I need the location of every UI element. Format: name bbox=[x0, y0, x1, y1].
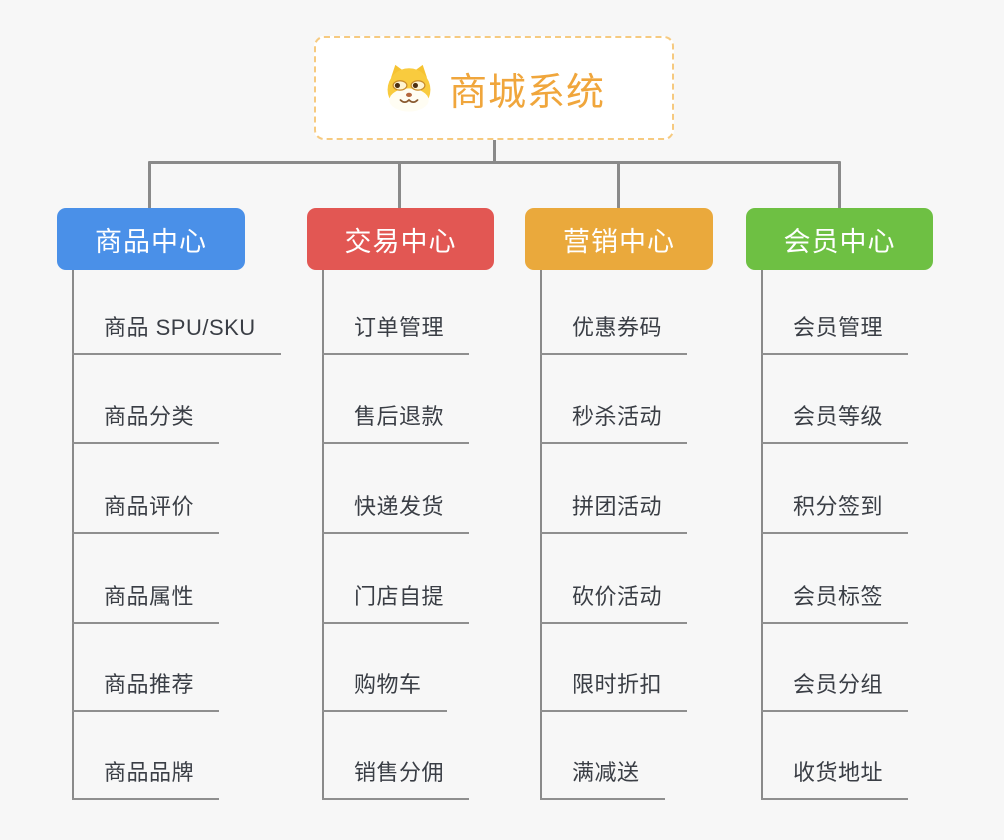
branch-node-trade[interactable]: 交易中心 bbox=[307, 208, 494, 270]
connector-trunk-trade bbox=[322, 270, 324, 800]
leaf-node-shipping-address[interactable]: 收货地址 bbox=[761, 758, 909, 800]
leaf-node-coupon-codes[interactable]: 优惠券码 bbox=[540, 313, 688, 355]
branch-column-members: 会员中心 会员管理 会员等级 积分签到 会员标签 会员分组 收货地址 bbox=[746, 0, 933, 840]
leaf-node-order-management[interactable]: 订单管理 bbox=[322, 313, 470, 355]
branch-label: 交易中心 bbox=[344, 226, 457, 257]
connector-root-riser bbox=[493, 140, 496, 164]
leaf-node-bargain-activity[interactable]: 砍价活动 bbox=[540, 582, 688, 624]
leaf-node-group-buy[interactable]: 拼团活动 bbox=[540, 492, 688, 534]
connector-trunk-marketing bbox=[540, 270, 542, 800]
leaf-node-store-pickup[interactable]: 门店自提 bbox=[322, 582, 470, 624]
branch-label: 会员中心 bbox=[783, 226, 896, 257]
branch-column-trade: 交易中心 订单管理 售后退款 快递发货 门店自提 购物车 销售分佣 bbox=[307, 0, 494, 840]
leaf-node-member-groups[interactable]: 会员分组 bbox=[761, 670, 909, 712]
leaf-node-product-review[interactable]: 商品评价 bbox=[72, 492, 220, 534]
root-node[interactable]: 商城系统 bbox=[314, 36, 674, 140]
leaf-node-member-tags[interactable]: 会员标签 bbox=[761, 582, 909, 624]
branch-column-products: 商品中心 商品 SPU/SKU 商品分类 商品评价 商品属性 商品推荐 商品品牌 bbox=[57, 0, 281, 840]
leaf-node-product-recommend[interactable]: 商品推荐 bbox=[72, 670, 220, 712]
leaf-node-sales-commission[interactable]: 销售分佣 bbox=[322, 758, 470, 800]
connector-drop-marketing bbox=[617, 161, 620, 209]
connector-trunk-products bbox=[72, 270, 74, 800]
connector-bus bbox=[148, 161, 841, 164]
connector-drop-trade bbox=[398, 161, 401, 209]
connector-drop-members bbox=[838, 161, 841, 209]
leaf-node-spend-and-save[interactable]: 满减送 bbox=[540, 758, 665, 800]
connector-drop-products bbox=[148, 161, 151, 209]
root-title: 商城系统 bbox=[448, 71, 605, 114]
connector-trunk-members bbox=[761, 270, 763, 800]
leaf-node-product-spu-sku[interactable]: 商品 SPU/SKU bbox=[72, 313, 281, 355]
leaf-node-points-checkin[interactable]: 积分签到 bbox=[761, 492, 909, 534]
branch-column-marketing: 营销中心 优惠券码 秒杀活动 拼团活动 砍价活动 限时折扣 满减送 bbox=[525, 0, 713, 840]
leaf-node-member-level[interactable]: 会员等级 bbox=[761, 402, 909, 444]
doge-icon bbox=[387, 64, 431, 112]
branch-label: 商品中心 bbox=[95, 226, 207, 257]
branch-node-products[interactable]: 商品中心 bbox=[57, 208, 245, 270]
branch-node-members[interactable]: 会员中心 bbox=[746, 208, 933, 270]
leaf-node-limited-time-discount[interactable]: 限时折扣 bbox=[540, 670, 688, 712]
leaf-node-product-category[interactable]: 商品分类 bbox=[72, 402, 220, 444]
branch-label: 营销中心 bbox=[563, 226, 675, 257]
leaf-node-member-management[interactable]: 会员管理 bbox=[761, 313, 909, 355]
leaf-node-shopping-cart[interactable]: 购物车 bbox=[322, 670, 447, 712]
leaf-node-express-shipping[interactable]: 快递发货 bbox=[322, 492, 470, 534]
leaf-node-aftersale-refund[interactable]: 售后退款 bbox=[322, 402, 470, 444]
leaf-node-flash-sale[interactable]: 秒杀活动 bbox=[540, 402, 688, 444]
leaf-node-product-attribute[interactable]: 商品属性 bbox=[72, 582, 220, 624]
branch-node-marketing[interactable]: 营销中心 bbox=[525, 208, 713, 270]
leaf-node-product-brand[interactable]: 商品品牌 bbox=[72, 758, 220, 800]
